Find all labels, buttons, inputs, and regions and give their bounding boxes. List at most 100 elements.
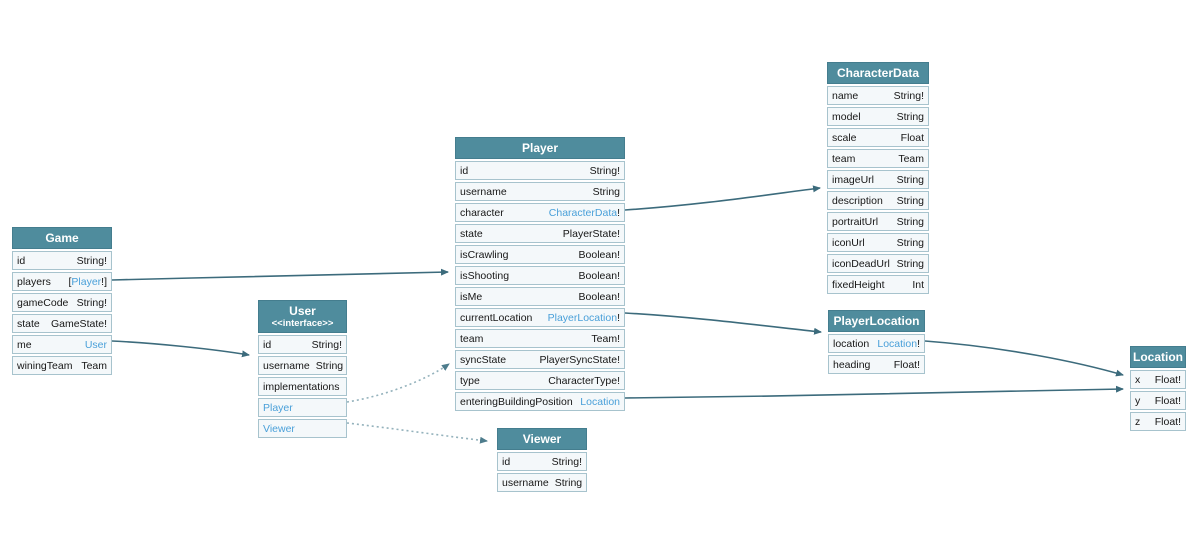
implementation-link-viewer[interactable]: Viewer — [263, 422, 295, 435]
type-link-user[interactable]: User — [84, 338, 107, 351]
edge-player-character-to-characterdata — [624, 185, 821, 211]
type-modifier-suffix: ! — [617, 206, 620, 219]
field-name: id — [17, 254, 26, 267]
type-table-title-location[interactable]: Location — [1130, 346, 1186, 368]
edges-group — [111, 185, 1124, 444]
edge-user-viewer-to-viewer — [346, 422, 488, 444]
field-type: Float! — [1155, 395, 1181, 407]
type-table-title-player[interactable]: Player — [455, 137, 625, 159]
field-name: portraitUrl — [832, 215, 879, 228]
type-link-player[interactable]: Player — [71, 275, 102, 288]
field-type: Float — [901, 132, 924, 144]
type-table-title-playerlocation[interactable]: PlayerLocation — [828, 310, 925, 332]
field-name: id — [460, 164, 469, 177]
implementation-link-player[interactable]: Player — [263, 401, 293, 414]
field-type: String — [897, 195, 924, 207]
field-name: isShooting — [460, 269, 510, 282]
field-type: String! — [77, 255, 107, 267]
field-type: Int — [912, 279, 924, 291]
type-link-location[interactable]: Location — [877, 337, 918, 350]
edge-player-currentlocation-to-playerlocation — [624, 312, 822, 335]
field-type: String — [897, 216, 924, 228]
field-name: location — [833, 337, 870, 350]
type-modifier-suffix: String — [896, 215, 924, 228]
type-modifier-suffix: PlayerState! — [562, 227, 620, 240]
edge-game-me-to-user — [111, 340, 250, 358]
field-row-team: team Team — [827, 149, 929, 168]
type-link-characterdata[interactable]: CharacterData — [548, 206, 618, 219]
field-name: team — [460, 332, 484, 345]
field-type: Float! — [1155, 416, 1181, 428]
field-row-player[interactable]: Player — [258, 398, 347, 417]
type-modifier-suffix: String — [896, 194, 924, 207]
field-type: Team! — [591, 333, 620, 345]
type-modifier-suffix: String! — [76, 254, 107, 267]
edge-user-player-to-player — [346, 363, 450, 403]
type-modifier-suffix: String — [592, 185, 620, 198]
field-type: String! — [552, 456, 582, 468]
field-row-viewer[interactable]: Viewer — [258, 419, 347, 438]
type-title-text: User — [289, 304, 316, 318]
field-row-me[interactable]: me User — [12, 335, 112, 354]
field-name: name — [832, 89, 859, 102]
field-type[interactable]: CharacterData! — [549, 207, 620, 219]
field-row-type: type CharacterType! — [455, 371, 625, 390]
field-name: players — [17, 275, 51, 288]
field-type: String! — [312, 339, 342, 351]
field-name: me — [17, 338, 32, 351]
type-table-title-game[interactable]: Game — [12, 227, 112, 249]
field-type[interactable]: Location — [580, 396, 620, 408]
type-modifier-suffix: String! — [311, 338, 342, 351]
type-table-title-user[interactable]: User<<interface>> — [258, 300, 347, 333]
type-modifier-suffix: Team — [898, 152, 924, 165]
field-name: team — [832, 152, 856, 165]
field-row-portraiturl: portraitUrl String — [827, 212, 929, 231]
type-modifier-suffix: Float! — [1154, 373, 1181, 386]
field-name: iconUrl — [832, 236, 865, 249]
type-table-title-characterdata[interactable]: CharacterData — [827, 62, 929, 84]
type-modifier-suffix: String — [896, 110, 924, 123]
type-modifier-suffix: String! — [76, 296, 107, 309]
field-name: x — [1135, 373, 1141, 386]
type-modifier-suffix: String! — [589, 164, 620, 177]
field-type[interactable]: [Player!] — [68, 276, 107, 288]
type-modifier-suffix: ! — [917, 337, 920, 350]
field-type: Boolean! — [579, 270, 620, 282]
field-name: type — [460, 374, 480, 387]
field-name: state — [17, 317, 40, 330]
field-type[interactable]: User — [85, 339, 107, 351]
field-type: String — [316, 360, 343, 372]
type-link-location[interactable]: Location — [580, 395, 620, 408]
field-row-location[interactable]: location Location! — [828, 334, 925, 353]
field-row-team: team Team! — [455, 329, 625, 348]
field-name: iconDeadUrl — [832, 257, 890, 270]
field-type[interactable]: PlayerLocation! — [548, 312, 620, 324]
type-modifier-suffix: Team! — [591, 332, 620, 345]
type-link-playerlocation[interactable]: PlayerLocation — [547, 311, 618, 324]
field-row-players[interactable]: players [Player!] — [12, 272, 112, 291]
field-type[interactable]: Location! — [877, 338, 920, 350]
type-table-title-viewer[interactable]: Viewer — [497, 428, 587, 450]
field-type: String — [593, 186, 620, 198]
field-name: username — [263, 359, 310, 372]
type-modifier-suffix: String — [896, 257, 924, 270]
field-type: Boolean! — [579, 249, 620, 261]
field-type: CharacterType! — [548, 375, 620, 387]
